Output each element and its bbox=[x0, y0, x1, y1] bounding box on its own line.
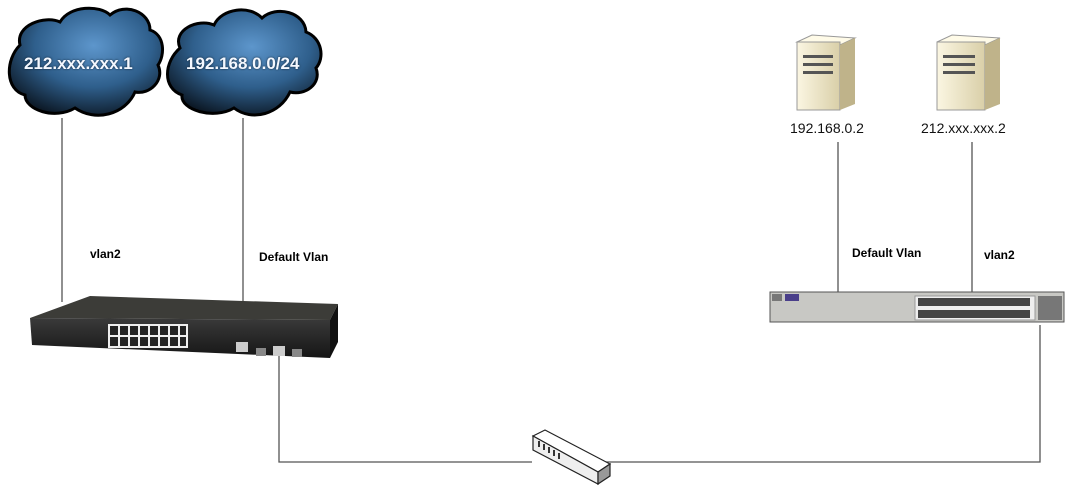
vlan-label: vlan2 bbox=[984, 248, 1015, 262]
hub-icon bbox=[531, 429, 612, 486]
links bbox=[61, 118, 1041, 463]
cloud-icon bbox=[7, 6, 164, 117]
vlan-label: Default Vlan bbox=[259, 250, 329, 264]
server-icon bbox=[936, 34, 1001, 111]
link-hub-hpswitch bbox=[604, 325, 1041, 463]
cloud-label: 212.xxx.xxx.1 bbox=[24, 54, 133, 73]
server-label: 212.xxx.xxx.2 bbox=[921, 120, 1006, 136]
server-icon bbox=[795, 34, 857, 111]
cloud-label: 192.168.0.0/24 bbox=[186, 54, 300, 73]
hp-switch-icon bbox=[769, 291, 1065, 323]
vlan-label: vlan2 bbox=[90, 247, 121, 261]
link-switch-hub bbox=[278, 356, 532, 463]
vlan-label: Default Vlan bbox=[852, 246, 922, 260]
managed-switch-icon bbox=[30, 296, 338, 358]
cloud-icon bbox=[166, 8, 323, 117]
server-label: 192.168.0.2 bbox=[790, 120, 864, 136]
